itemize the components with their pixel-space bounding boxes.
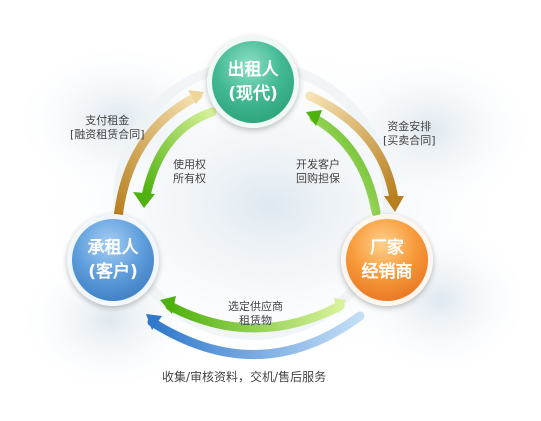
label-select-line2: 租赁物 — [239, 314, 272, 327]
arrow-use-rights — [141, 107, 217, 201]
label-funds: 资金安排 [买卖合同] — [383, 120, 436, 148]
arrow-service — [147, 311, 365, 359]
node-lessor-subtitle: (现代) — [228, 84, 278, 104]
arrow-select-supplier-tail-head — [160, 296, 176, 314]
label-use-rights-line1: 使用权 — [173, 158, 206, 171]
label-pay-rent-line2: [融资租赁合同] — [70, 128, 145, 141]
node-maker-subtitle: 经销商 — [361, 262, 413, 282]
arrow-select-supplier — [165, 301, 345, 333]
label-develop-line1: 开发客户 — [296, 158, 340, 171]
label-select-line1: 选定供应商 — [228, 300, 283, 313]
arrow-service-head — [146, 314, 162, 330]
label-funds-line1: 资金安排 — [387, 120, 432, 133]
node-lessor-title: 出租人 — [227, 60, 279, 80]
label-pay-rent-line1: 支付租金 — [85, 114, 130, 127]
arrow-funds — [305, 91, 399, 205]
node-maker-title: 厂家 — [370, 238, 404, 258]
arrow-develop-head — [306, 110, 322, 126]
node-lessor: 出租人 (现代) — [207, 36, 299, 128]
node-lessee-title: 承租人 — [87, 238, 139, 258]
arrow-select-supplier-head — [334, 298, 346, 314]
arrow-develop — [309, 113, 381, 217]
node-maker: 厂家 经销商 — [341, 214, 433, 306]
node-lessee: 承租人 (客户) — [67, 214, 159, 306]
label-service: 收集/审核资料，交机/售后服务 — [162, 370, 327, 384]
arrow-pay-rent-head — [188, 90, 204, 104]
node-lessee-subtitle: (客户) — [88, 262, 138, 282]
arrow-pay-rent — [113, 91, 203, 223]
arrow-use-rights-head — [133, 192, 155, 208]
label-use-rights-line2: 所有权 — [173, 172, 206, 185]
label-funds-line2: [买卖合同] — [383, 134, 436, 147]
arrow-funds-head — [384, 196, 404, 212]
label-use-rights: 使用权 所有权 — [173, 158, 206, 186]
label-select-supplier: 选定供应商 租赁物 — [228, 300, 283, 328]
label-develop-line2: 回购担保 — [296, 172, 340, 185]
label-pay-rent: 支付租金 [融资租赁合同] — [70, 114, 145, 142]
label-develop: 开发客户 回购担保 — [296, 158, 340, 186]
